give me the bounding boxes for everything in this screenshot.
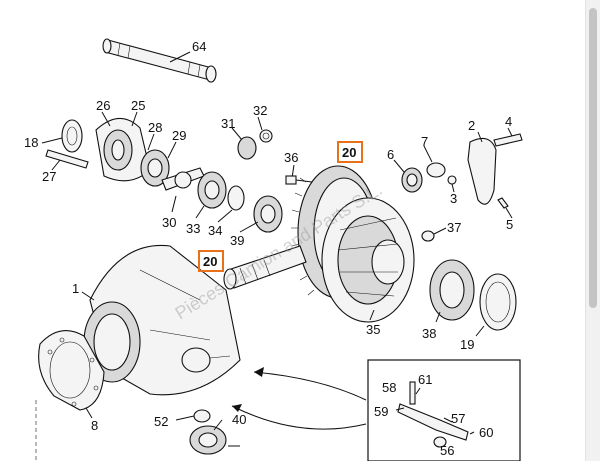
gasket-8 [38,330,105,419]
callout-2: 2 [468,118,475,133]
callout-33: 33 [186,221,200,236]
adjuster-parts-right [401,133,523,242]
callout-30: 30 [162,215,176,230]
callout-20-lower: 20 [203,254,217,269]
callout-52: 52 [154,414,168,429]
vertical-scrollbar[interactable] [585,0,600,461]
callout-35: 35 [366,322,380,337]
callout-61: 61 [418,372,432,387]
callout-57: 57 [451,411,465,426]
callout-64: 64 [192,39,206,54]
leader-lines-left [41,111,263,171]
callout-38: 38 [422,326,436,341]
leader-lines-right [393,127,513,235]
callout-3: 3 [450,191,457,206]
callout-4: 4 [505,114,512,129]
callout-25: 25 [131,98,145,113]
callout-34: 34 [208,223,222,238]
leader-lines-mid [171,164,295,233]
callout-29: 29 [172,128,186,143]
scrollbar-thumb[interactable] [589,8,597,308]
callout-8: 8 [91,418,98,433]
axle-shaft-64 [102,38,217,83]
callout-27: 27 [42,169,56,184]
highlight-box-20-upper[interactable] [337,141,363,163]
callout-37: 37 [447,220,461,235]
callout-60: 60 [479,425,493,440]
callout-19: 19 [460,337,474,352]
callout-31: 31 [221,116,235,131]
spider-gears [140,129,283,233]
bearing-race-19 [475,273,517,337]
bolt-36 [285,175,313,185]
detail-inset-box [367,359,521,462]
callout-58: 58 [382,380,396,395]
callout-5: 5 [506,217,513,232]
seal-38 [429,259,475,323]
axle-housing-1 [81,244,241,396]
pointer-arrows [231,367,367,430]
callout-40: 40 [232,412,246,427]
callout-28: 28 [148,120,162,135]
callout-20-upper: 20 [342,145,356,160]
diff-carrier-half-25 [45,117,151,182]
drive-pinion-20 [223,245,307,290]
callout-32: 32 [253,103,267,118]
lower-parts [175,409,240,455]
callout-26: 26 [96,98,110,113]
diff-case-35 [321,197,415,323]
callout-6: 6 [387,147,394,162]
callout-18: 18 [24,135,38,150]
callout-7: 7 [421,134,428,149]
callout-59: 59 [374,404,388,419]
callout-56: 56 [440,443,454,458]
callout-1: 1 [72,281,79,296]
callout-36: 36 [284,150,298,165]
highlight-box-20-lower[interactable] [198,250,224,272]
callout-39: 39 [230,233,244,248]
